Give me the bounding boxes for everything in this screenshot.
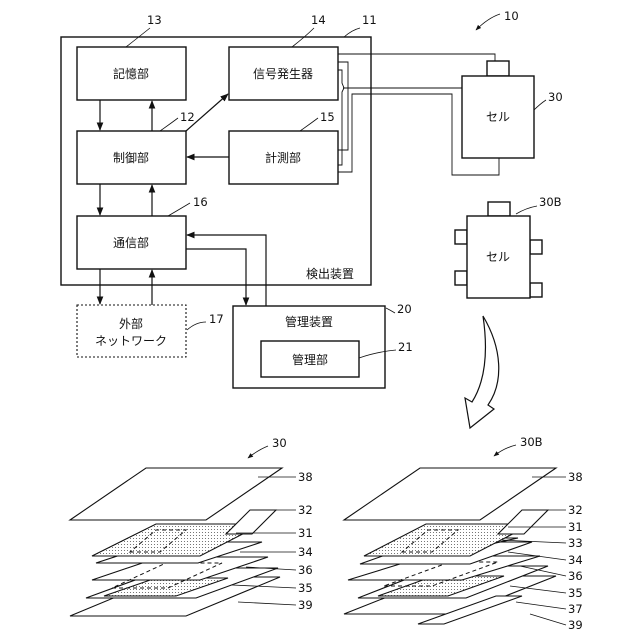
management-device-ref: 20 [397, 302, 412, 316]
stack-right-ref-32: 32 [568, 503, 583, 517]
cell-label: セル [486, 110, 510, 124]
stack-right-ref-37: 37 [568, 602, 583, 616]
stack-right-ref-35: 35 [568, 586, 583, 600]
communication-label: 通信部 [113, 235, 149, 250]
cell-b-label: セル [486, 250, 510, 264]
stack-right-title: 30B [520, 435, 543, 449]
external-network-label-1: 外部 [119, 316, 143, 331]
detection-device-ref: 11 [362, 13, 377, 27]
measurement-ref: 15 [320, 110, 335, 124]
signal-generator-ref: 14 [311, 13, 326, 27]
cell-b-ref: 30B [539, 195, 562, 209]
stack-left-ref-34: 34 [298, 545, 313, 559]
signal-generator-label: 信号発生器 [253, 67, 313, 81]
stack-right-ref-39: 39 [568, 618, 583, 632]
memory-label: 記憶部 [113, 66, 149, 81]
stack-left: 30 38 32 31 34 36 35 39 [70, 436, 313, 616]
stack-left-ref-35: 35 [298, 581, 313, 595]
external-network-block: 外部 ネットワーク 17 [77, 305, 224, 357]
management-unit-label: 管理部 [292, 352, 328, 367]
cell-30: セル 30 [462, 61, 563, 158]
transition-arrow [465, 316, 499, 428]
management-device-label: 管理装置 [285, 314, 333, 329]
external-network-label-2: ネットワーク [95, 334, 167, 348]
stack-left-ref-36: 36 [298, 563, 313, 577]
stack-right-ref-31: 31 [568, 520, 583, 534]
system-ref-label: 10 [504, 9, 519, 23]
control-label: 制御部 [113, 150, 149, 165]
communication-ref: 16 [193, 195, 208, 209]
stack-right-ref-38: 38 [568, 470, 583, 484]
management-unit-ref: 21 [398, 340, 413, 354]
stack-right-ref-36: 36 [568, 569, 583, 583]
stack-left-ref-39: 39 [298, 598, 313, 612]
control-ref: 12 [180, 110, 195, 124]
signal-generator-block: 信号発生器 14 [229, 13, 338, 100]
stack-right: 30B 38 32 31 33 3 [344, 435, 583, 632]
memory-ref: 13 [147, 13, 162, 27]
cell-ref: 30 [548, 90, 563, 104]
detection-device-label: 検出装置 [306, 267, 354, 281]
stack-left-title: 30 [272, 436, 287, 450]
external-network-ref: 17 [209, 312, 224, 326]
stack-left-ref-38: 38 [298, 470, 313, 484]
stack-left-ref-32: 32 [298, 503, 313, 517]
measurement-label: 計測部 [265, 150, 301, 165]
cell-30b: セル 30B [455, 195, 562, 298]
system-ref: 10 [476, 9, 519, 30]
stack-right-ref-33: 33 [568, 536, 583, 550]
management-device-block: 管理装置 20 管理部 21 [233, 302, 413, 388]
stack-left-ref-31: 31 [298, 526, 313, 540]
stack-right-ref-34: 34 [568, 553, 583, 567]
memory-block: 記憶部 13 [77, 13, 186, 100]
